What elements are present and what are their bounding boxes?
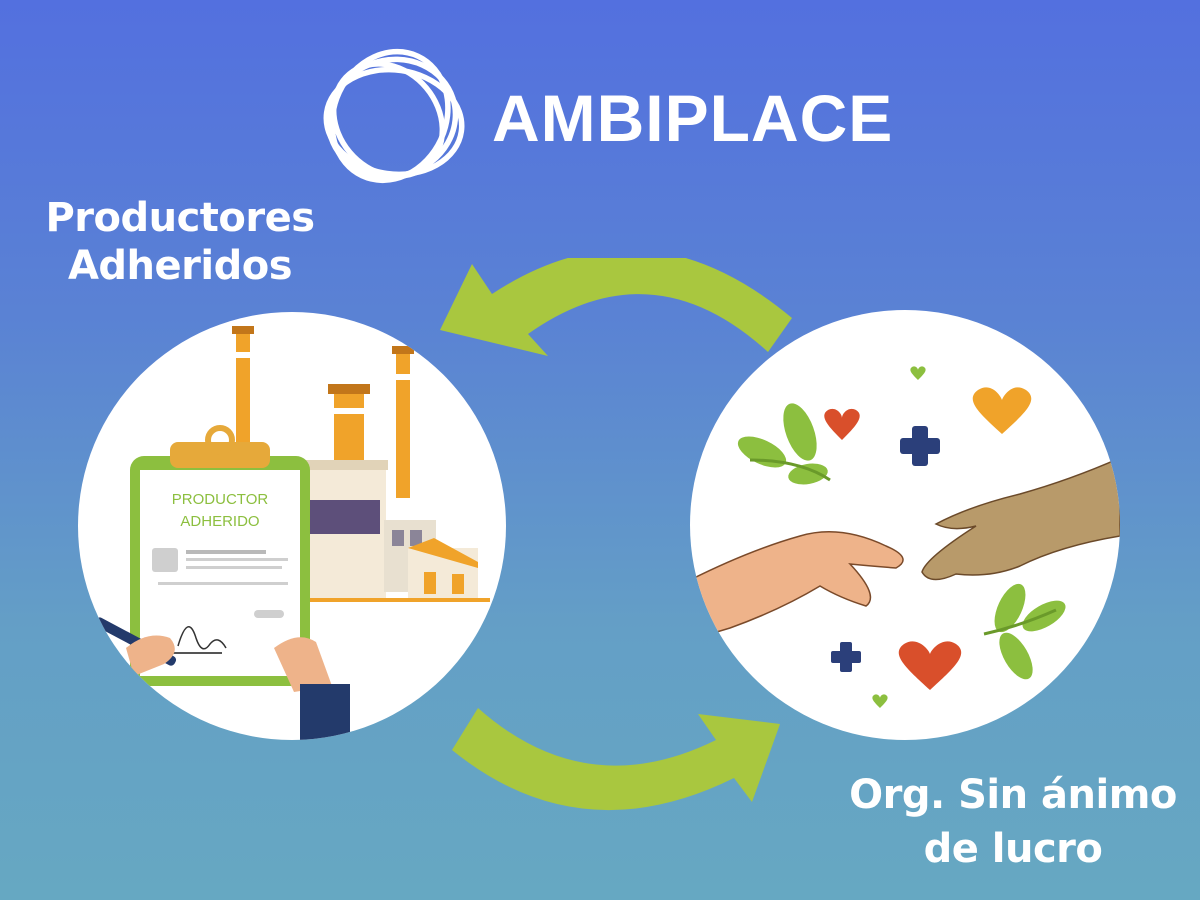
nonprofit-label: Org. Sin ánimo de lucro <box>848 768 1178 876</box>
scribble-circle-logo-icon <box>323 48 465 184</box>
clipboard-text-line2: ADHERIDO <box>180 513 259 530</box>
producers-label-line1: Productores <box>45 195 315 241</box>
clipboard-text-line1: PRODUCTOR <box>172 491 269 508</box>
arrow-to-nonprofit-icon <box>452 708 780 811</box>
arrow-to-producers-icon <box>440 258 792 356</box>
producers-node: PRODUCTOR ADHERIDO <box>78 312 506 740</box>
nonprofit-label-line2: de lucro <box>923 826 1103 872</box>
hand-icon <box>126 635 350 740</box>
helping-hands-icon <box>690 457 1120 641</box>
producers-label-line2: Adheridos <box>67 243 293 289</box>
brand-name: AMBIPLACE <box>492 81 894 155</box>
nonprofit-node <box>690 310 1120 740</box>
nonprofit-illustration <box>690 366 1120 708</box>
heart-icon <box>824 366 1032 708</box>
producers-illustration: PRODUCTOR ADHERIDO <box>94 326 490 740</box>
factory-icon <box>232 326 490 602</box>
plus-icon <box>831 426 940 672</box>
leaf-icon <box>737 403 1066 680</box>
nonprofit-label-line1: Org. Sin ánimo <box>849 772 1177 818</box>
producers-label: Productores Adheridos <box>40 194 320 290</box>
